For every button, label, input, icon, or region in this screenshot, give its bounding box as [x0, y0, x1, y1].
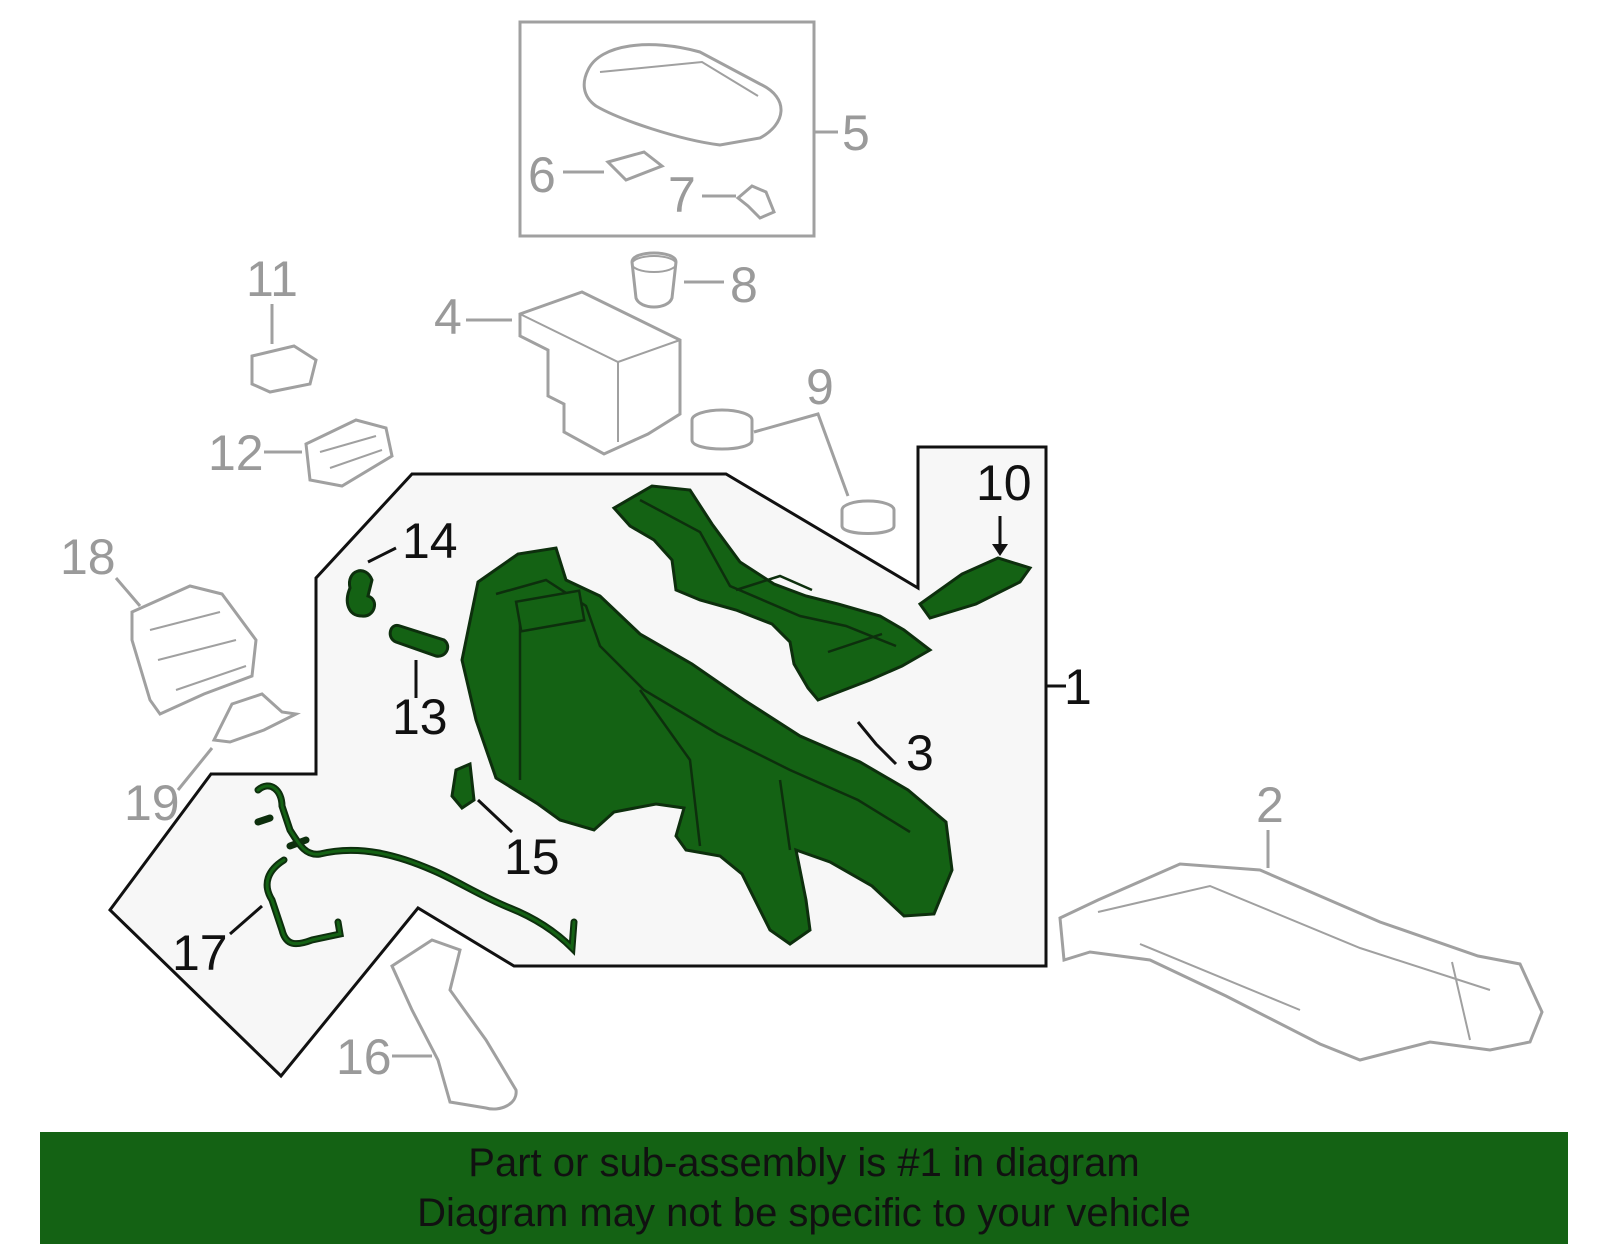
part-8-cup-holder	[630, 251, 678, 309]
callout-5: 5	[842, 105, 870, 161]
callout-10: 10	[976, 455, 1032, 511]
callout-6: 6	[528, 147, 556, 203]
callout-12: 12	[208, 425, 264, 481]
callout-3: 3	[906, 725, 934, 781]
callout-13: 13	[392, 689, 448, 745]
part-5-group-box	[518, 20, 816, 238]
callout-19: 19	[124, 775, 180, 831]
callout-1: 1	[1064, 659, 1092, 715]
part-16-duct	[390, 938, 518, 1111]
callout-16: 16	[336, 1029, 392, 1085]
callout-15: 15	[504, 829, 560, 885]
banner-line-2: Diagram may not be specific to your vehi…	[417, 1191, 1191, 1235]
part-11-bracket	[250, 344, 318, 394]
info-banner: Part or sub-assembly is #1 in diagram Di…	[40, 1132, 1568, 1244]
part-13-pin	[388, 623, 450, 658]
callout-4: 4	[434, 289, 462, 345]
callout-18: 18	[60, 529, 116, 585]
part-10-trim	[917, 556, 1033, 620]
part-14-knob	[345, 569, 377, 618]
part-15-cover	[450, 761, 476, 810]
part-5-armrest-lid	[582, 43, 783, 147]
part-7-clip	[735, 184, 776, 220]
callout-11: 11	[246, 251, 298, 307]
part-2-air-duct	[1058, 862, 1544, 1062]
part-19-bracket	[211, 692, 301, 744]
callout-17: 17	[172, 925, 228, 981]
part-6-pad	[605, 150, 666, 182]
part-9-rings	[690, 408, 896, 535]
callout-8: 8	[730, 257, 758, 313]
part-3-upper-panel	[611, 484, 933, 702]
part-12-switch	[304, 418, 394, 488]
callout-14: 14	[402, 513, 458, 569]
main-console-body	[460, 546, 954, 946]
callout-7: 7	[668, 167, 696, 223]
part-4-storage-box	[518, 290, 682, 456]
callout-2: 2	[1256, 777, 1284, 833]
banner-line-1: Part or sub-assembly is #1 in diagram	[468, 1141, 1140, 1185]
callout-9: 9	[806, 359, 834, 415]
